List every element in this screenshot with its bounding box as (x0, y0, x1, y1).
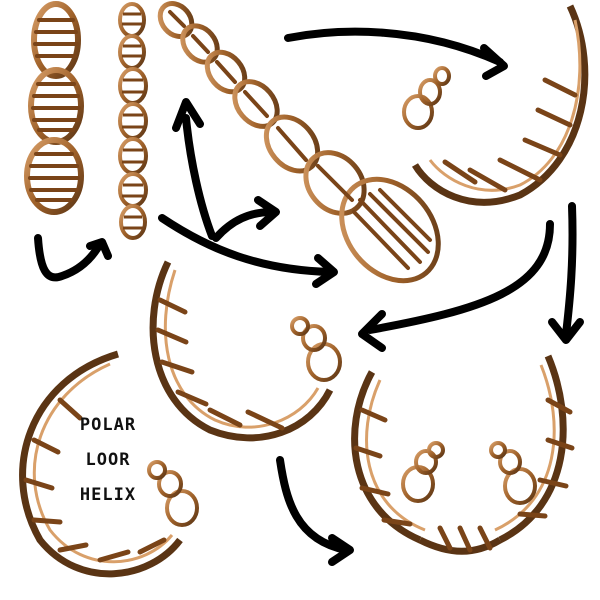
arrow-to-diagonal-right (212, 208, 276, 242)
tight-helix-lobe (118, 137, 148, 175)
open-hook-coil (290, 316, 342, 382)
label-line-3: HELIX (79, 485, 137, 505)
tight-helix-lobe (118, 67, 148, 105)
hook-helix-coil (402, 66, 451, 130)
arrow-open-hook-to-twin-head (328, 534, 354, 566)
long-helix-lobe (24, 137, 84, 215)
tight-helix-lobe (118, 172, 148, 208)
arrow-to-diagonal-up-head (172, 98, 204, 132)
open-hook (149, 260, 342, 442)
polar-loop-helix-label: POLAR LOOR HELIX (74, 408, 142, 513)
tight-helix (118, 2, 148, 240)
diagonal-helix-lobe (157, 1, 195, 39)
diagonal-helix-lobe (303, 150, 367, 216)
arrow-open-hook-to-twin (276, 456, 350, 554)
arrow-to-large-lobe-head (312, 254, 338, 288)
tight-helix-lobe (119, 204, 147, 240)
arrow-hook-to-open-hook (366, 220, 554, 334)
long-helix-lobe (28, 67, 84, 145)
arrow-hook-down (562, 202, 577, 338)
polar-loop-coil (147, 460, 199, 527)
diagonal-helix (157, 1, 441, 284)
arrow-top-to-hook-head (480, 44, 508, 80)
arrow-hook-to-open-hook-head (358, 310, 386, 352)
diagonal-helix-lobe (204, 49, 248, 95)
arrow-to-diagonal-up (182, 114, 216, 240)
tight-helix-lobe (118, 102, 148, 140)
arrow-stage1-to-stage2-head (86, 238, 112, 260)
label-line-2: LOOR (85, 450, 131, 470)
diagonal-helix-lobe (263, 114, 321, 174)
label-line-1: POLAR (79, 415, 137, 435)
arrow-to-diagonal-right-head (254, 196, 280, 230)
tight-helix-lobe (118, 2, 146, 38)
diagonal-helix-lobe (339, 176, 441, 284)
diagonal-helix-lobe (180, 23, 220, 65)
arrow-to-large-lobe (158, 214, 334, 276)
twin-hook-coil-left (401, 441, 445, 503)
twin-hook-coil-right (489, 441, 537, 505)
tight-helix-lobe (118, 34, 146, 70)
hook-helix (402, 4, 589, 206)
arrow-stage1-to-stage2 (34, 234, 104, 282)
long-helix-lobe (31, 1, 81, 79)
arrow-hook-down-head (548, 318, 584, 344)
arrow-top-to-hook (284, 27, 504, 66)
twin-hook (351, 354, 575, 555)
long-helix (24, 1, 84, 215)
polar-loop (19, 350, 199, 578)
